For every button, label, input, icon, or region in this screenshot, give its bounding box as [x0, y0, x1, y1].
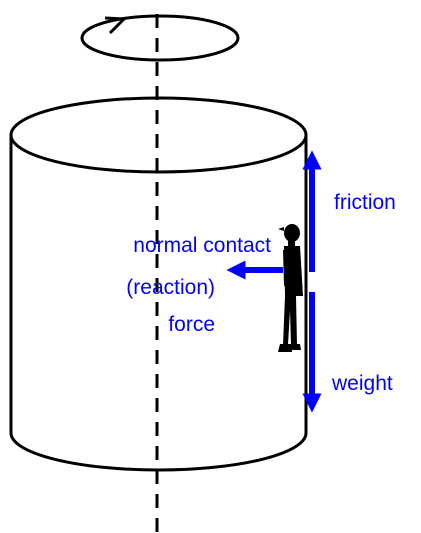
weight-label: weight [331, 372, 393, 395]
normal-force-label-line2: (reaction) [126, 276, 215, 299]
normal-force-label-line1: normal contact [133, 234, 271, 257]
person-silhouette-icon [278, 224, 303, 352]
normal-force-label-line3: force [168, 313, 215, 336]
rotation-arrow-icon [82, 16, 238, 60]
friction-label: friction [334, 191, 396, 214]
